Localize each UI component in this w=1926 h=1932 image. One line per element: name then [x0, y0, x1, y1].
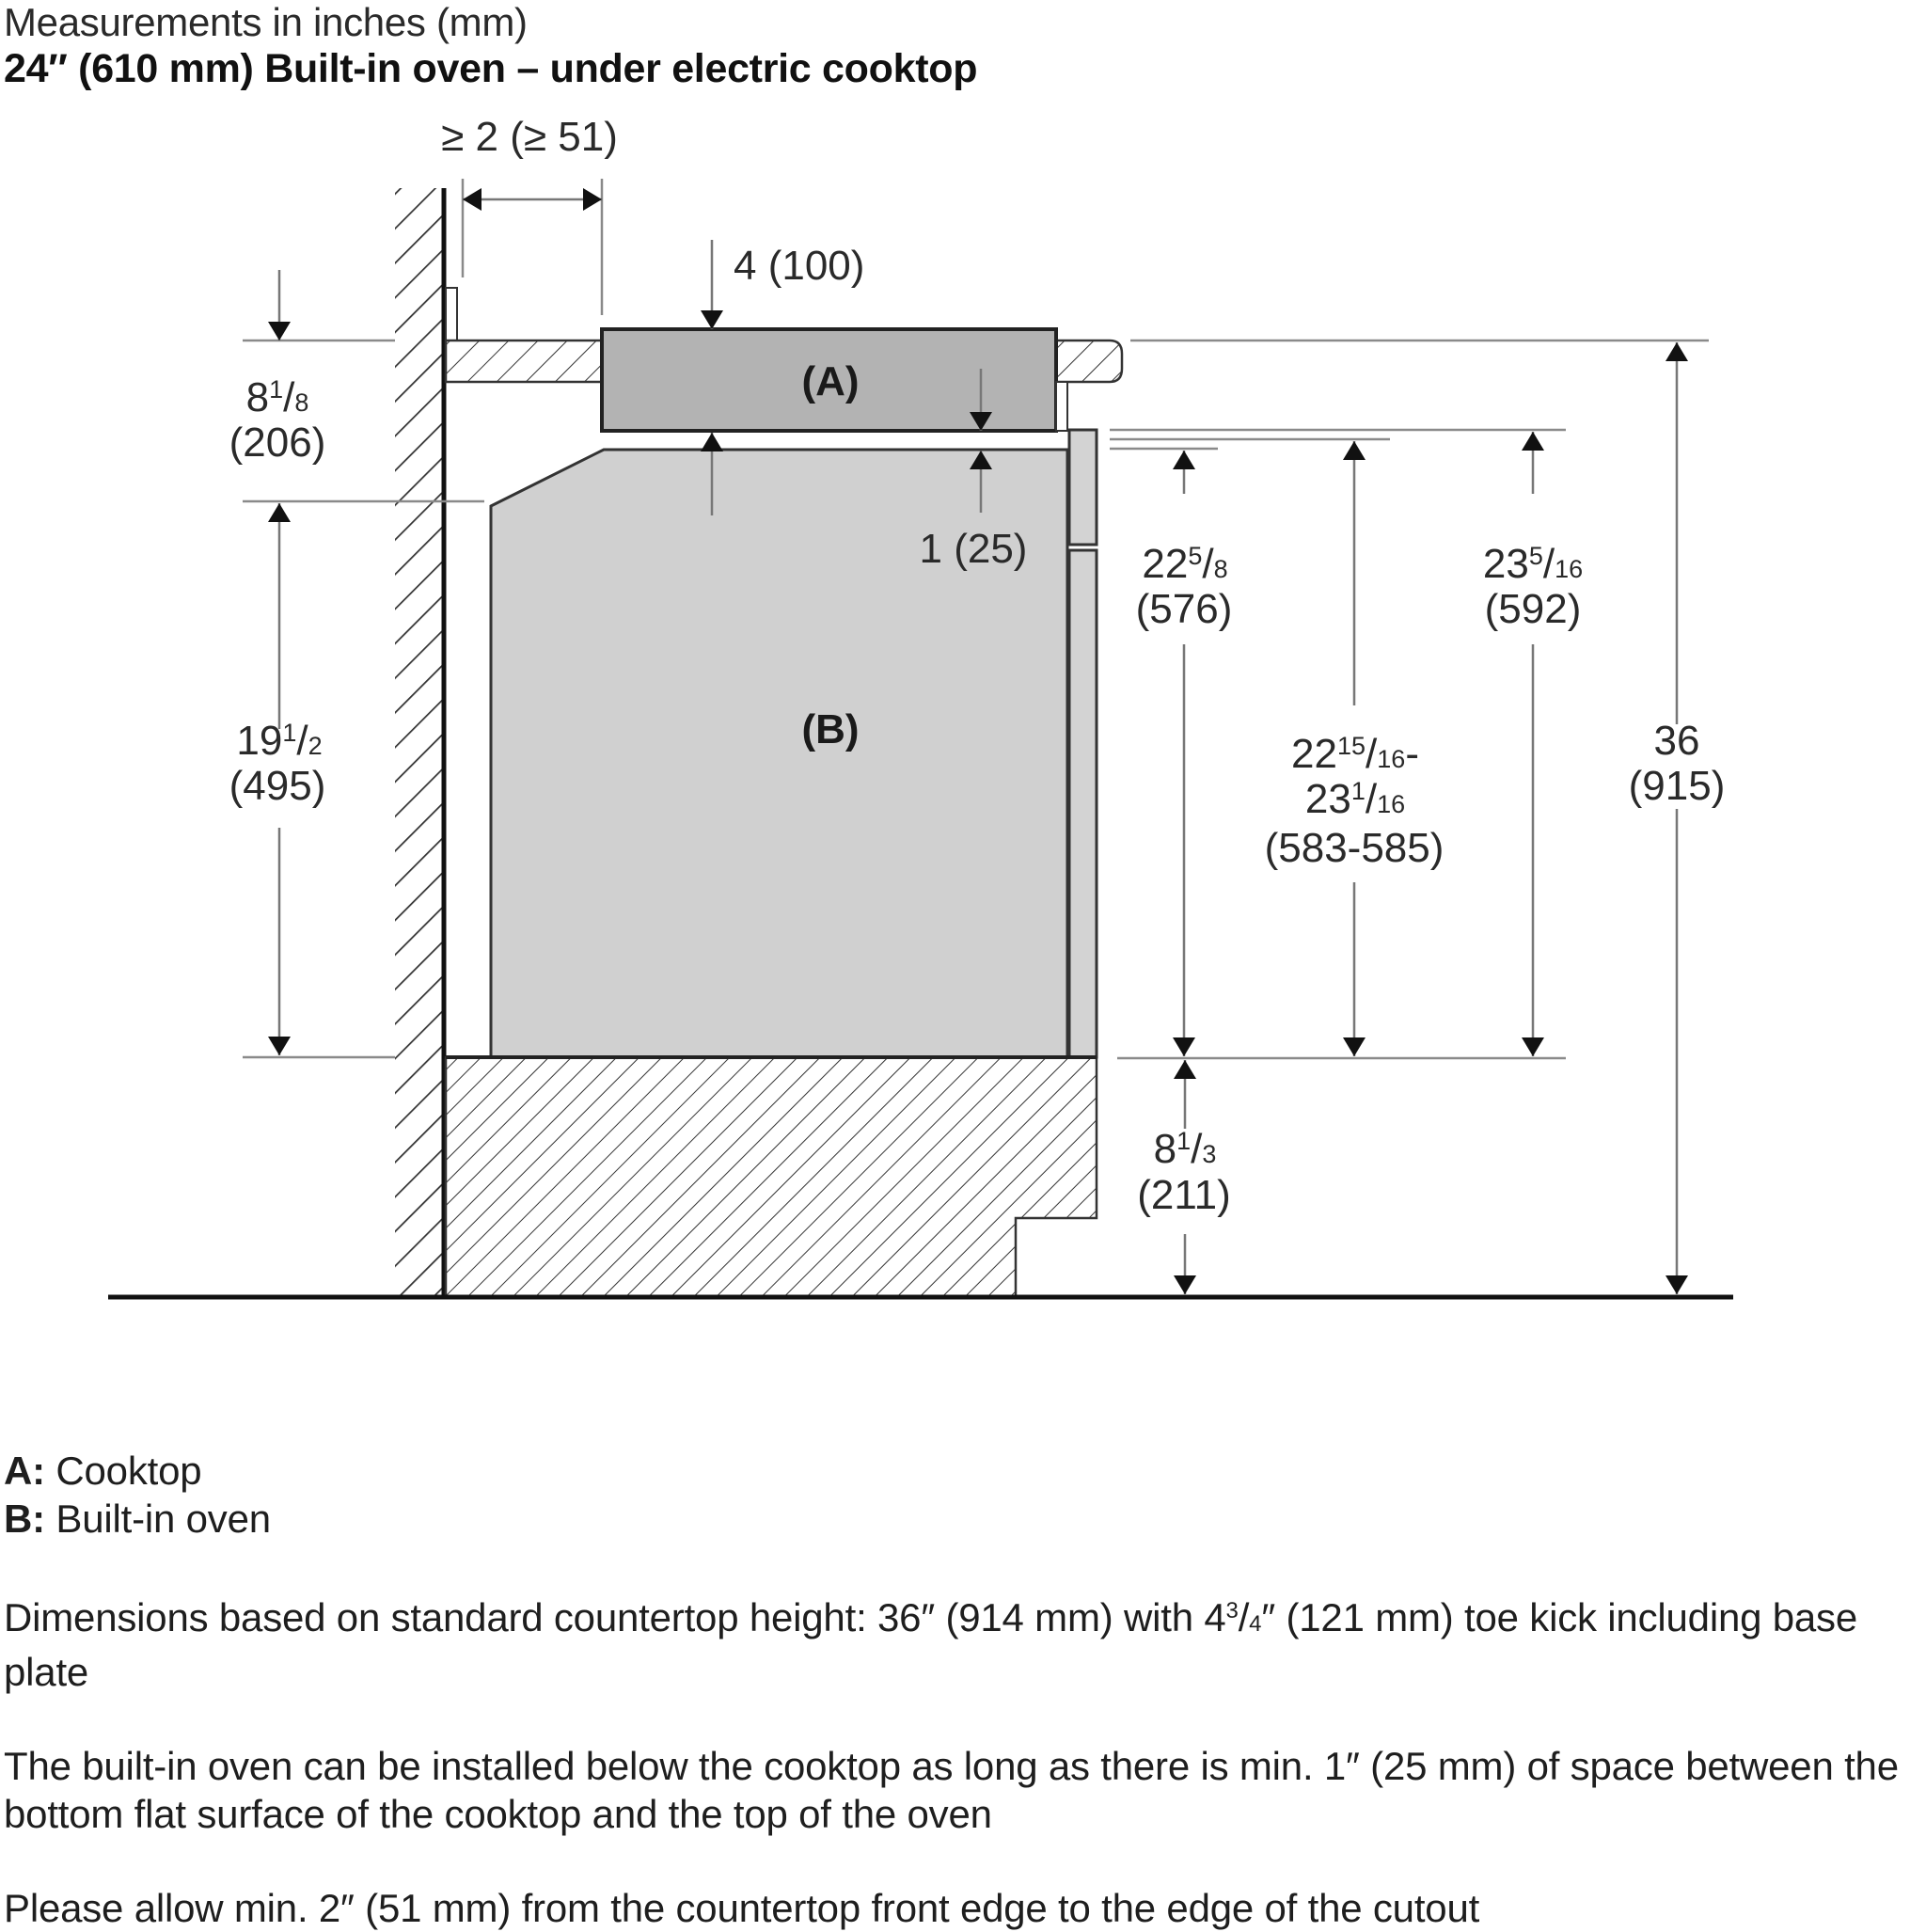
dim-cutout-range-mm: (583-585): [1265, 825, 1444, 871]
dim-top-to-oven-mm: (206): [229, 420, 326, 466]
dim-cutout-range-2: 231/16: [1305, 776, 1405, 822]
dim-cutout-576: 225/8: [1142, 541, 1227, 587]
dim-oven-side: 191/2: [236, 718, 322, 764]
dimension-lines: [268, 188, 1688, 1294]
base-cabinet: [444, 1055, 1098, 1298]
measurement-units-note: Measurements in inches (mm): [4, 0, 528, 44]
dim-cutout-592: 235/16: [1483, 541, 1583, 587]
dim-cutout-range-1: 2215/16-: [1291, 731, 1419, 777]
legend-label-a: Cooktop: [44, 1449, 202, 1493]
note-countertop-height: Dimensions based on standard countertop …: [4, 1595, 1858, 1694]
note-front-edge: Please allow min. 2″ (51 mm) from the co…: [4, 1886, 1480, 1930]
dim-front-clearance: ≥ 2 (≥ 51): [441, 114, 618, 160]
dim-base-height-mm: (211): [1137, 1172, 1230, 1218]
countertop: [444, 339, 1124, 384]
dim-top-to-oven: 81/8: [246, 374, 309, 420]
header: Measurements in inches (mm) 24″ (610 mm)…: [4, 0, 977, 92]
built-in-oven: (B): [489, 428, 1098, 1059]
cooktop: (A): [600, 327, 1068, 433]
page-title: 24″ (610 mm) Built-in oven – under elect…: [4, 46, 978, 91]
legend-item-b: B: Built-in oven: [4, 1495, 1922, 1543]
dim-total-height-mm: (915): [1629, 763, 1726, 809]
dim-oven-side-mm: (495): [229, 763, 326, 809]
backsplash-lip: [445, 287, 458, 341]
dim-cooktop-depth: 4 (100): [734, 243, 864, 289]
oven-label: (B): [801, 706, 859, 752]
wall: [395, 188, 447, 1298]
dim-cutout-592-mm: (592): [1485, 586, 1582, 632]
dim-base-height: 81/3: [1154, 1126, 1217, 1172]
cooktop-label: (A): [801, 358, 859, 404]
dim-gap: 1 (25): [920, 526, 1028, 572]
legend-item-a: A: Cooktop: [4, 1447, 1922, 1495]
installation-diagram: (A) (B): [108, 114, 1733, 1300]
reference-lines: [243, 179, 1709, 1060]
legend-label-b: Built-in oven: [44, 1497, 271, 1541]
legend-key-b: B:: [4, 1497, 45, 1541]
dim-total-height: 36: [1654, 718, 1700, 764]
legend-key-a: A:: [4, 1449, 45, 1493]
notes-section: A: Cooktop B: Built-in oven Dimensions b…: [4, 1447, 1922, 1932]
dim-cutout-576-mm: (576): [1136, 586, 1233, 632]
note-cooktop-clearance: The built-in oven can be installed below…: [4, 1744, 1899, 1836]
